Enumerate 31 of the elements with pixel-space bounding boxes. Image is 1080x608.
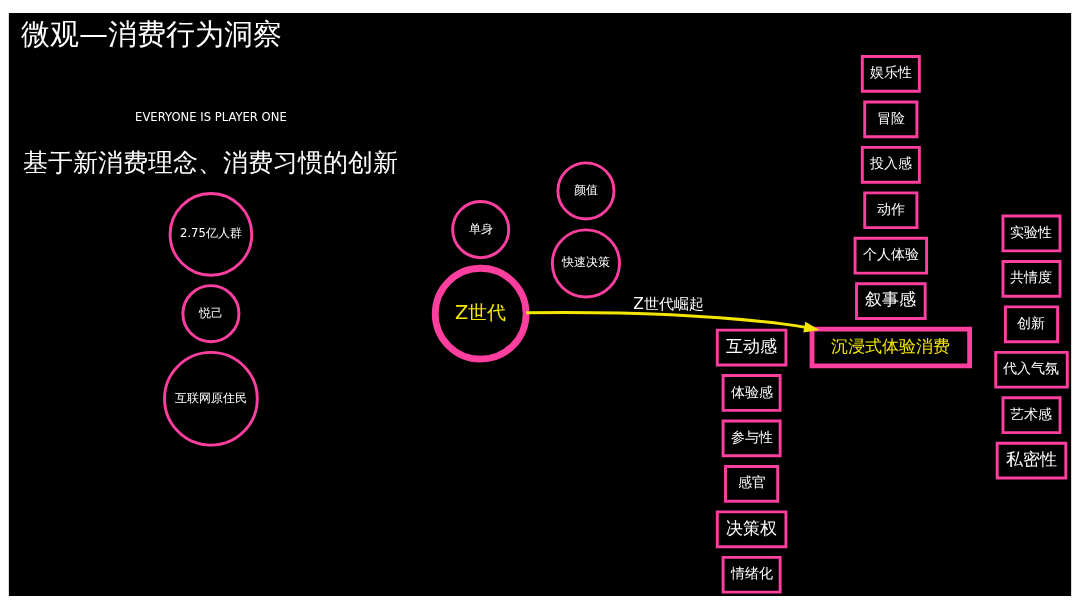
node-circle: 悦己 [181,283,241,343]
node-box: 实验性 [1001,214,1062,252]
edge-label: Z世代崛起 [633,294,704,313]
node-circle: 单身 [451,199,511,259]
node-circle: 快速决策 [550,227,621,298]
diagram-title: 微观—消费行为洞察 [20,16,282,51]
node-box: 创新 [1003,304,1060,343]
node-box: 情绪化 [721,555,782,594]
node-circle: 互联网原住民 [163,350,259,447]
node-box: 投入感 [860,145,921,184]
node-box: 代入气氛 [994,350,1069,389]
node-box: 娱乐性 [860,54,921,93]
arrow [526,310,820,332]
node-box: 决策权 [715,509,788,548]
node-box: 感官 [724,464,780,503]
node-box: 个人体验 [853,236,929,275]
label: 基于新消费理念、消费习惯的创新 [23,147,399,177]
node-circle: Z世代 [431,264,530,362]
label: EVERYONE IS PLAYER ONE [135,109,287,124]
node-box: 参与性 [721,419,782,457]
node-box: 体验感 [721,373,782,412]
node-box: 动作 [863,190,919,229]
node-box: 冒险 [863,100,919,138]
node-box: 互动感 [715,328,788,366]
node-box: 艺术感 [1001,395,1062,434]
node-circle: 颜值 [556,160,616,220]
node-box: 共情度 [1001,259,1062,298]
node-box: 叙事感 [855,281,927,320]
node-box: 沉浸式体验消费 [809,326,973,368]
node-circle: 2.75亿人群 [168,191,254,277]
node-box: 私密性 [995,441,1068,479]
